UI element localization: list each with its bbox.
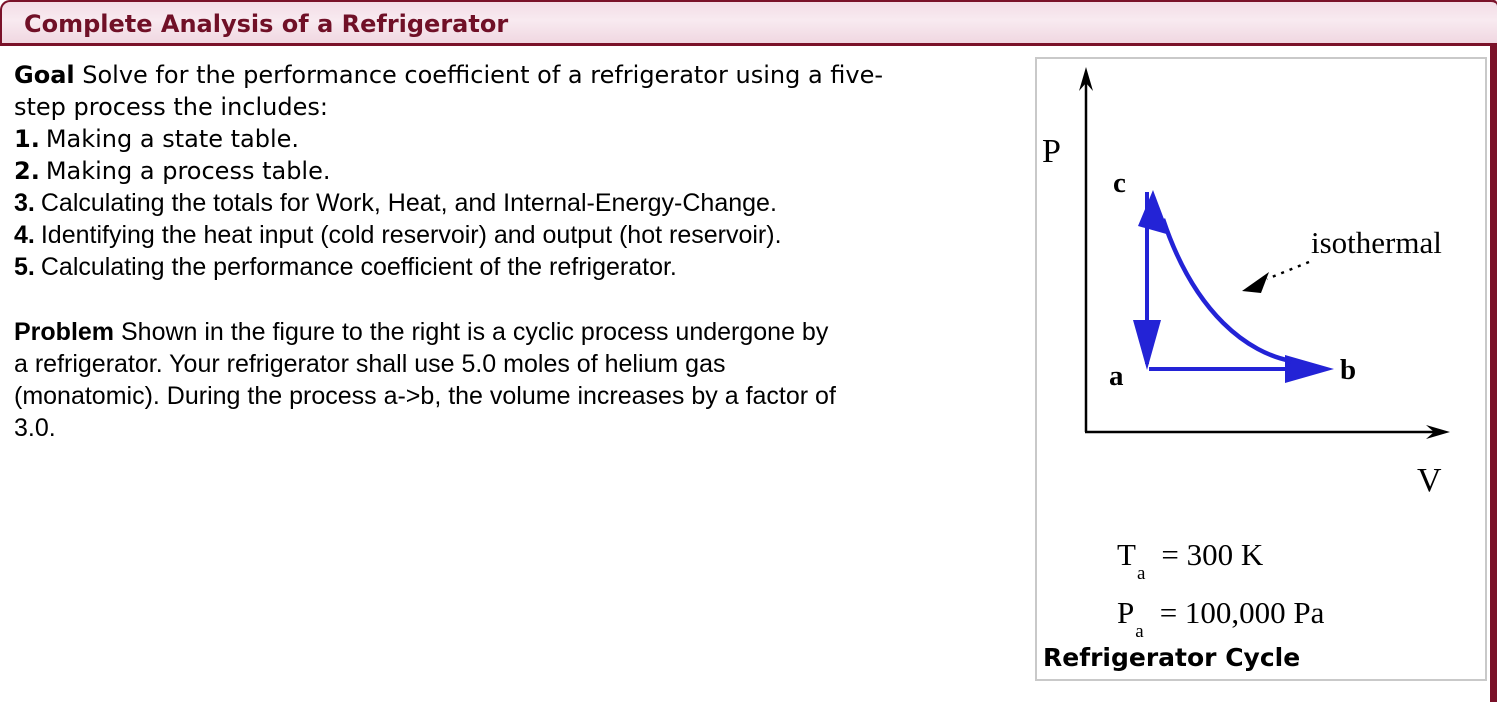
- step-number: 3.: [14, 189, 35, 217]
- steps-list: 1.Making a state table. 2.Making a proce…: [14, 123, 1026, 283]
- step-text: Calculating the totals for Work, Heat, a…: [40, 189, 777, 217]
- equation-Ta: Ta = 300 K: [1117, 537, 1264, 584]
- figure-caption: Refrigerator Cycle: [1043, 643, 1301, 672]
- page-title: Complete Analysis of a Refrigerator: [24, 10, 509, 38]
- isothermal-pointer-dashed-line: [1266, 260, 1310, 281]
- equation-value: = 100,000 Pa: [1159, 595, 1325, 630]
- equation-symbol: P: [1117, 595, 1135, 630]
- isothermal-label: isothermal: [1311, 225, 1442, 260]
- step-number: 5.: [14, 253, 35, 281]
- step-number: 2.: [14, 157, 40, 185]
- problem-text: Shown in the figure to the right is a cy…: [14, 318, 836, 442]
- equation-subscript: a: [1135, 621, 1144, 643]
- goal-text: Solve for the performance coefficient of…: [14, 61, 884, 121]
- page-right-border: [1490, 0, 1497, 702]
- equation-value: = 300 K: [1161, 537, 1264, 572]
- step-item-3: 3.Calculating the totals for Work, Heat,…: [14, 187, 1026, 219]
- step-text: Making a state table.: [45, 125, 300, 153]
- pressure-axis-arrow-icon: [1079, 67, 1093, 91]
- problem-paragraph: Problem Shown in the figure to the right…: [14, 316, 1026, 444]
- problem-label: Problem: [14, 318, 115, 346]
- step-item-2: 2.Making a process table.: [14, 155, 1026, 187]
- step-number: 1.: [14, 125, 40, 153]
- goal-paragraph: Goal Solve for the performance coefficie…: [14, 59, 1026, 123]
- step-item-1: 1.Making a state table.: [14, 123, 1026, 155]
- state-c-label: c: [1113, 167, 1126, 199]
- page-header: Complete Analysis of a Refrigerator: [0, 0, 1497, 46]
- goal-label: Goal: [14, 61, 75, 89]
- equation-symbol: T: [1117, 537, 1136, 572]
- process-a-to-b-arrow-icon: [1285, 355, 1334, 383]
- volume-axis-arrow-icon: [1426, 425, 1450, 439]
- step-text: Calculating the performance coefficient …: [40, 253, 677, 281]
- figure-box: P V c a b isothermal Ta = 300 K Pa = 100,0…: [1035, 57, 1487, 681]
- step-text: Identifying the heat input (cold reservo…: [40, 221, 782, 249]
- isothermal-pointer-arrow-icon: [1242, 272, 1269, 293]
- equation-Pa: Pa = 100,000 Pa: [1117, 595, 1325, 642]
- text-column: Goal Solve for the performance coefficie…: [14, 59, 1026, 444]
- equation-subscript: a: [1136, 563, 1146, 585]
- state-b-label: b: [1340, 354, 1356, 386]
- process-c-to-a-arrow-icon: [1133, 320, 1161, 370]
- step-text: Making a process table.: [45, 157, 331, 185]
- process-b-to-c-isotherm-curve: [1160, 218, 1292, 364]
- pv-diagram: P V c a b isothermal: [1042, 67, 1450, 499]
- volume-axis-label: V: [1417, 462, 1442, 499]
- step-item-5: 5.Calculating the performance coefficien…: [14, 251, 1026, 283]
- step-item-4: 4.Identifying the heat input (cold reser…: [14, 219, 1026, 251]
- process-b-to-c-arrow-icon: [1138, 190, 1170, 235]
- pressure-axis-label: P: [1042, 133, 1061, 170]
- step-number: 4.: [14, 221, 35, 249]
- state-a-label: a: [1109, 360, 1124, 392]
